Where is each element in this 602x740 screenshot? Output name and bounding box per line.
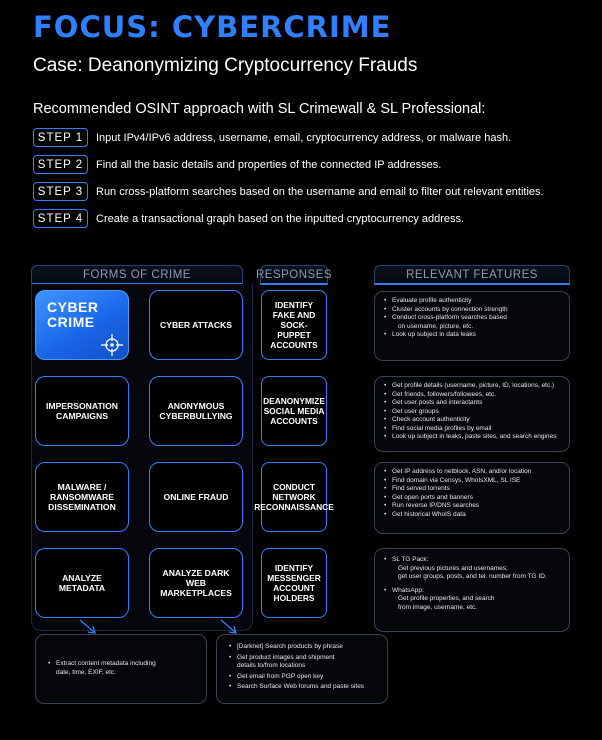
response-fake-accounts: IDENTIFY FAKE AND SOCK-PUPPET ACCOUNTS	[261, 290, 327, 360]
column-header-forms: FORMS OF CRIME	[31, 265, 243, 285]
whatsapp-line: Get profile properties, and search	[398, 595, 495, 602]
tg-pack-line: Get previous pictures and usernames;	[398, 564, 508, 572]
cyberbullying-tile: ANONYMOUS CYBERBULLYING	[149, 376, 243, 446]
response-messenger: IDENTIFY MESSENGER ACCOUNT HOLDERS	[261, 548, 327, 618]
column-header-responses: RESPONSES	[256, 265, 332, 285]
features-network-recon: Get IP address to netblock, ASN, and/or …	[374, 462, 570, 534]
step-text: Create a transactional graph based on th…	[96, 212, 465, 225]
step-badge: STEP 1	[33, 128, 88, 147]
feature-item: Conduct cross-platform searches basedon …	[384, 314, 563, 331]
response-network-recon: CONDUCT NETWORK RECONNAISSANCE	[254, 462, 334, 532]
feature-item: Get email from PGP open key	[229, 673, 379, 682]
feature-item-continuation: details to/from locations	[237, 662, 306, 669]
feature-item: Cluster accounts by connection strength	[384, 306, 563, 315]
malware-tile: MALWARE / RANSOMWARE DISSEMINATION	[35, 462, 129, 532]
feature-item-text: Get product images and shipment	[237, 653, 335, 661]
feature-item: Get user groups	[384, 408, 563, 417]
column-header-features: RELEVANT FEATURES	[374, 265, 570, 285]
metadata-line: date, time, EXIF, etc.	[56, 668, 116, 676]
response-deanonymize: DEANONYMIZE SOCIAL MEDIA ACCOUNTS	[261, 376, 327, 446]
feature-item: Extract content metadata including date,…	[48, 660, 198, 677]
feature-item: Find domain via Censys, WhoIsXML, SL ISE	[384, 477, 563, 486]
crosshair-icon	[101, 334, 123, 356]
feature-item-whatsapp: WhatsApp: Get profile properties, and se…	[384, 587, 563, 613]
impersonation-tile: IMPERSONATION CAMPAIGNS	[35, 376, 129, 446]
feature-item: Search Surface Web forums and paste site…	[229, 683, 379, 692]
feature-item: Evaluate profile authenticity	[384, 297, 563, 306]
whatsapp-line: from image, username, etc.	[398, 603, 478, 611]
feature-item: Get friends, followers/followees, etc.	[384, 391, 563, 400]
cyber-crime-line1: CYBER	[47, 299, 99, 315]
tg-pack-title: SL TG Pack:	[392, 556, 429, 563]
feature-item: Get profile details (username, picture, …	[384, 382, 563, 391]
step-text: Input IPv4/IPv6 address, username, email…	[96, 131, 512, 144]
feature-item: Look up subject in leaks, paste sites, a…	[384, 433, 563, 442]
cyber-crime-line2: CRIME	[47, 314, 95, 330]
dark-web-tile: ANALYZE DARK WEB MARKETPLACES	[149, 548, 243, 618]
feature-item: Get user posts and interactants	[384, 399, 563, 408]
step-badge: STEP 3	[33, 182, 88, 201]
feature-item-continuation: on username, picture, etc.	[398, 322, 474, 330]
feature-item-text: Conduct cross-platform searches based	[392, 314, 507, 321]
tg-pack-line: get user groups, posts, and tel. number …	[398, 573, 547, 580]
feature-item: Get IP address to netblock, ASN, and/or …	[384, 468, 563, 477]
feature-item: Find social media profiles by email	[384, 425, 563, 434]
page-title: FOCUS: CYBERCRIME	[33, 10, 392, 44]
whatsapp-title: WhatsApp:	[392, 586, 424, 594]
step-text: Find all the basic details and propertie…	[96, 158, 442, 171]
online-fraud-tile: ONLINE FRAUD	[149, 462, 243, 532]
feature-item: Get historical WhoIS data	[384, 511, 563, 520]
feature-item-tg: SL TG Pack: Get previous pictures and us…	[384, 556, 563, 582]
step-2: STEP 2 Find all the basic details and pr…	[33, 155, 441, 174]
cyber-crime-tile: CYBER CRIME	[35, 290, 129, 360]
step-3: STEP 3 Run cross-platform searches based…	[33, 182, 544, 201]
metadata-line: Extract content metadata including	[56, 660, 156, 667]
darkweb-features-box: [Darknet] Search products by phrase Get …	[216, 634, 388, 704]
metadata-features-box: Extract content metadata including date,…	[35, 634, 207, 704]
step-badge: STEP 4	[33, 209, 88, 228]
step-4: STEP 4 Create a transactional graph base…	[33, 209, 464, 228]
step-text: Run cross-platform searches based on the…	[96, 185, 544, 198]
features-messenger: SL TG Pack: Get previous pictures and us…	[374, 548, 570, 632]
feature-item: Find served torrents	[384, 485, 563, 494]
step-1: STEP 1 Input IPv4/IPv6 address, username…	[33, 128, 511, 147]
arrow-down-right-icon	[79, 619, 96, 634]
case-subtitle: Case: Deanonymizing Cryptocurrency Fraud…	[33, 55, 418, 76]
arrow-down-right-icon	[220, 619, 237, 634]
feature-item: Look up subject in data leaks	[384, 331, 563, 340]
approach-heading: Recommended OSINT approach with SL Crime…	[33, 101, 486, 117]
feature-item: Run reverse IP/DNS searches	[384, 502, 563, 511]
cyber-attacks-tile: CYBER ATTACKS	[149, 290, 243, 360]
features-deanonymize: Get profile details (username, picture, …	[374, 376, 570, 452]
analyze-metadata-tile: ANALYZE METADATA	[35, 548, 129, 618]
feature-item: [Darknet] Search products by phrase	[229, 643, 379, 652]
features-fake-accounts: Evaluate profile authenticity Cluster ac…	[374, 291, 570, 361]
feature-item: Check account authenticity	[384, 416, 563, 425]
feature-item: Get open ports and banners	[384, 494, 563, 503]
step-badge: STEP 2	[33, 155, 88, 174]
